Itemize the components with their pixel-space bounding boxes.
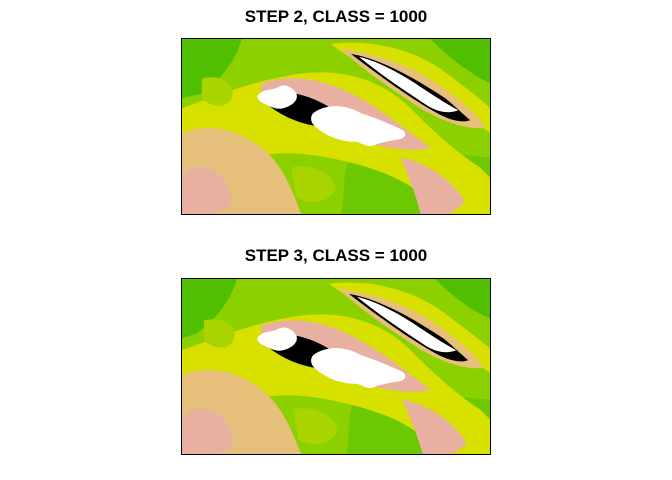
zone-pink <box>182 408 234 454</box>
lake-white <box>311 348 406 389</box>
zone-pink <box>182 166 232 214</box>
raster-map-step-3 <box>181 278 491 455</box>
zone-dark-green <box>435 279 490 319</box>
zone-yellow-green <box>293 408 338 445</box>
zone-dark-green <box>430 39 490 84</box>
lake-white <box>257 85 297 109</box>
raster-map-step-2 <box>181 38 491 215</box>
lake-white <box>311 106 406 147</box>
zone-pink <box>400 157 466 214</box>
panel-title-step-3: STEP 3, CLASS = 1000 <box>244 246 428 265</box>
panel-title-step-2: STEP 2, CLASS = 1000 <box>244 7 428 26</box>
zone-yellow-green <box>291 166 336 203</box>
raster-image-step-3 <box>182 279 490 454</box>
zone-yellow-green <box>201 77 233 106</box>
lake-white <box>257 327 297 351</box>
zone-dark-green <box>182 279 237 339</box>
lake-white <box>358 56 459 113</box>
zone-yellow-green <box>203 319 235 348</box>
lake-white <box>356 296 457 353</box>
raster-image-step-2 <box>182 39 490 214</box>
zone-dark-green <box>182 39 242 99</box>
zone-pink <box>402 399 468 454</box>
